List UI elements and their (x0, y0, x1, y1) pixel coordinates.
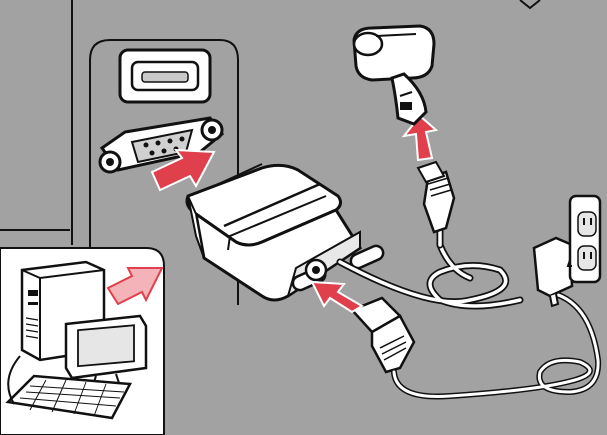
wall-outlet (568, 196, 600, 282)
video-port (120, 50, 210, 102)
host-computer-inset (0, 248, 164, 435)
